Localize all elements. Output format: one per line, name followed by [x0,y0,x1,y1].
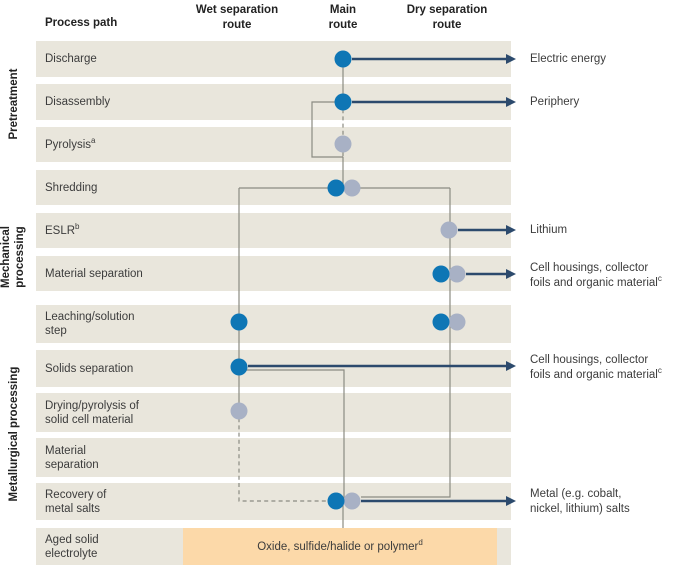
dot-eslr-dry-gray [440,221,458,239]
dot-solids-separation-wet-blue [230,358,248,376]
row-pyrolysis: Pyrolysisa [36,127,511,162]
dot-leaching-dry-gray [448,313,466,331]
dot-material-separation-dry-gray [448,265,466,283]
row-label-disassembly: Disassembly [45,96,111,108]
dot-discharge-main-blue [334,50,352,68]
row-solids-separation: Solids separation [36,350,511,387]
row-label-pyrolysis: Pyrolysisa [45,135,96,151]
row-label-leaching-solution-step: Leaching/solution step [45,311,135,337]
dot-recovery-main-blue [327,492,345,510]
dot-shredding-main-blue [327,179,345,197]
dry-route-line [361,188,451,498]
output-cell-housings-mechanical: Cell housings, collector foils and organ… [530,262,662,289]
electrolyte-bar: Oxide, sulfide/halide or polymerd [183,528,497,565]
output-periphery: Periphery [530,96,580,108]
group-label-pretreatment: Pretreatment [8,68,20,140]
row-label-drying-pyrolysis: Drying/pyrolysis of solid cell material [45,399,139,426]
row-label-aged-solid-electrolyte: Aged solid electrolyte [45,533,99,560]
row-material-separation-mechanical: Material separation [36,256,511,291]
row-drying-pyrolysis: Drying/pyrolysis of solid cell material [36,393,511,432]
dot-leaching-dry-blue [432,313,450,331]
dot-leaching-wet-blue [230,313,248,331]
dot-disassembly-main-blue [334,93,352,111]
row-label-material-separation-metallurgical: Material separation [45,444,99,471]
dot-material-separation-dry-blue [432,265,450,283]
dot-shredding-main-gray [343,179,361,197]
row-label-eslr: ESLRb [45,221,80,237]
footnote-marker-c2: c [657,365,662,375]
row-label-discharge: Discharge [45,53,97,65]
dot-recovery-main-gray [343,492,361,510]
dot-pyrolysis-main-gray [334,135,352,153]
output-cell-housings-metallurgical: Cell housings, collector foils and organ… [530,354,662,381]
row-leaching-solution-step: Leaching/solution step [36,305,511,343]
row-label-recovery-of-metal-salts: Recovery of metal salts [45,488,107,515]
process-path-header: Process path [45,17,118,29]
footnote-marker-a: a [91,135,96,145]
output-electric-energy: Electric energy [530,53,607,65]
dot-drying-wet-gray [230,402,248,420]
footnote-marker-c: c [657,273,662,283]
output-lithium: Lithium [530,224,568,236]
output-metal-salts: Metal (e.g. cobalt, nickel, lithium) sal… [530,488,630,515]
solids-to-recovery-line [241,369,345,501]
pyrolysis-bypass-line [311,101,343,158]
row-label-material-separation-mechanical: Material separation [45,267,143,280]
footnote-marker-b: b [75,221,80,231]
row-eslr: ESLRb [36,213,511,248]
footnote-marker-d: d [418,537,423,547]
row-label-shredding: Shredding [45,181,98,194]
wet-route-dashed-line [238,411,327,502]
row-label-solids-separation: Solids separation [45,362,134,375]
group-label-metallurgical-processing: Metallurgical processing [8,366,20,502]
row-material-separation-metallurgical: Material separation [36,438,511,477]
